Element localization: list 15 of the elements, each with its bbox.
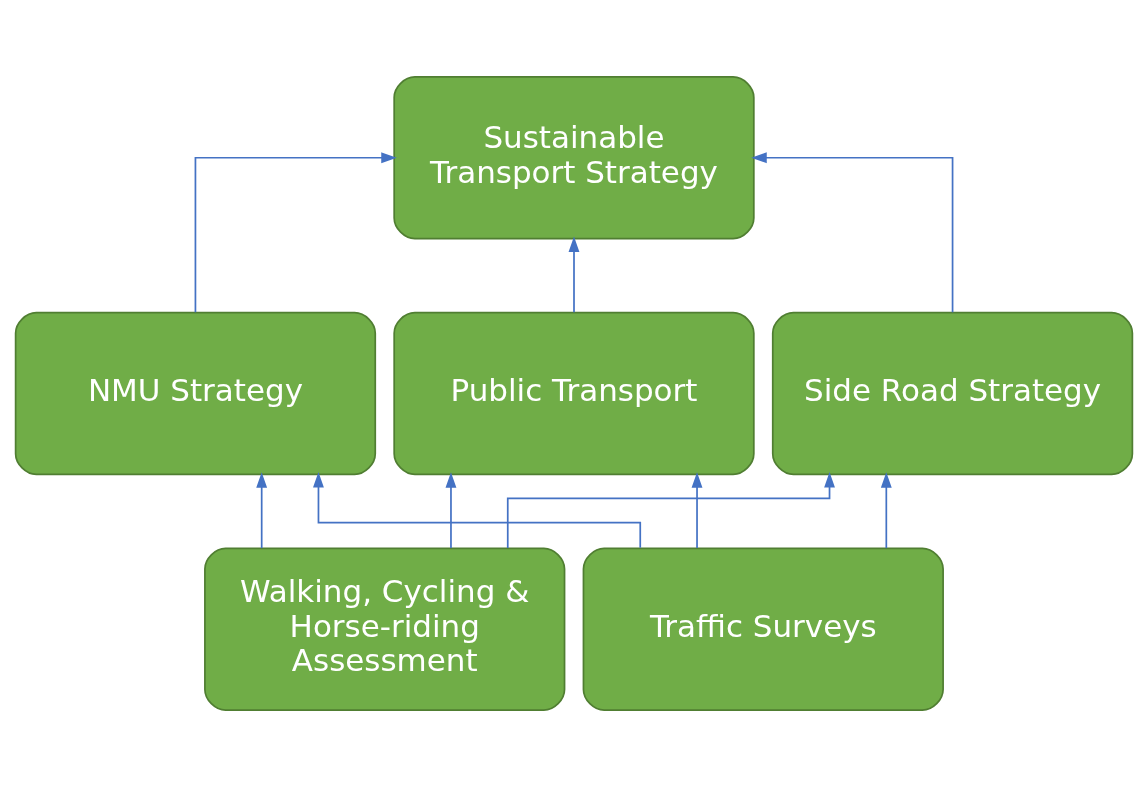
arrow [691, 472, 703, 549]
node-box: Public Transport [393, 311, 755, 476]
arrow [880, 472, 892, 549]
arrow [506, 472, 835, 549]
arrow [256, 472, 268, 549]
node-box: Sustainable Transport Strategy [393, 76, 755, 240]
node-box: Side Road Strategy [771, 311, 1134, 476]
arrow [568, 236, 580, 314]
arrow [751, 152, 954, 314]
arrow [445, 472, 457, 549]
node-box: NMU Strategy [14, 311, 377, 476]
node-box: Traffic Surveys [582, 547, 944, 711]
node-box: Walking, Cycling & Horse-riding Assessment [204, 547, 566, 711]
arrow [194, 152, 397, 314]
arrow [313, 471, 642, 549]
